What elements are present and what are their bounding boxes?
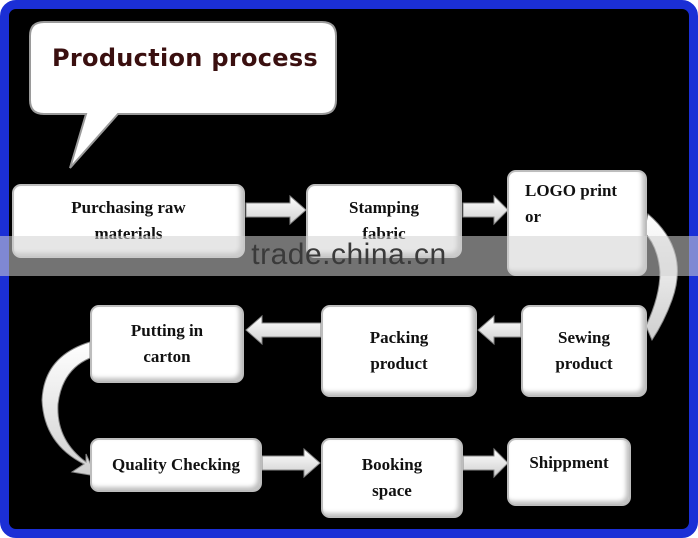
step-quality-checking-label: Quality Checking <box>112 455 240 474</box>
diagram-title: Production process <box>52 44 319 72</box>
watermark-band <box>0 236 698 276</box>
step-sewing-label: Sewing product <box>555 328 613 373</box>
arrow-sewing-to-packing <box>477 314 522 346</box>
arrow-stamping-to-logo <box>462 194 509 226</box>
arrow-packing-to-carton <box>245 314 322 346</box>
arrow-carton-to-quality <box>41 341 97 477</box>
speech-bubble <box>29 21 337 169</box>
step-sewing: Sewing product <box>521 305 647 397</box>
step-putting-in-carton: Putting in carton <box>90 305 244 383</box>
step-putting-in-carton-label: Putting in carton <box>130 321 204 366</box>
step-packing: Packing product <box>321 305 477 397</box>
arrow-purchasing-to-stamping <box>245 194 307 226</box>
step-quality-checking: Quality Checking <box>90 438 262 492</box>
arrow-logo-to-sewing <box>643 213 678 342</box>
watermark-text: trade.china.cn <box>251 238 447 271</box>
step-shipment: Shippment <box>507 438 631 506</box>
step-booking-space-label: Booking space <box>361 455 423 500</box>
step-shipment-label: Shippment <box>529 453 609 472</box>
step-packing-label: Packing product <box>369 328 429 373</box>
step-logo-print-label: LOGO print or <box>525 181 618 226</box>
step-booking-space: Booking space <box>321 438 463 518</box>
arrow-booking-to-shipment <box>462 447 509 479</box>
arrow-quality-to-booking <box>261 447 321 479</box>
